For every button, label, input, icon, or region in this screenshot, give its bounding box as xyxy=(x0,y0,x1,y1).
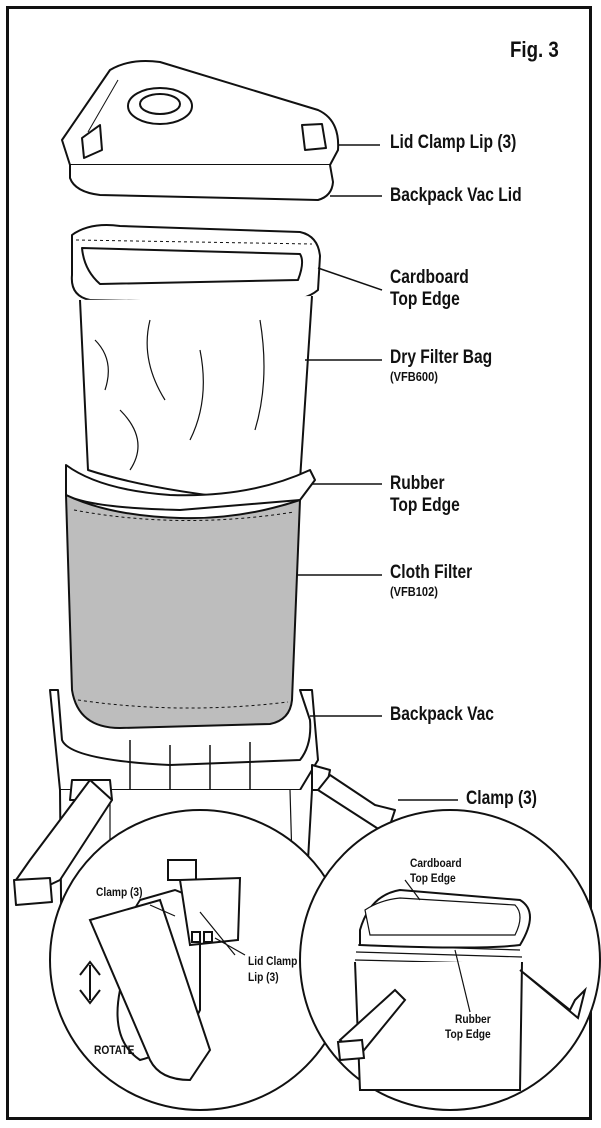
detail-right-cardboard-line2: Top Edge xyxy=(410,871,456,885)
figure-label: Fig. 3 xyxy=(510,37,559,62)
callout-cloth-filter: Cloth Filter xyxy=(390,562,473,583)
detail-right-rubber-line2: Top Edge xyxy=(445,1027,491,1041)
callout-backpack-vac: Backpack Vac xyxy=(390,704,494,725)
detail-left-lid-clamp-line2: Lip (3) xyxy=(248,970,279,984)
detail-circle-right xyxy=(299,809,601,1111)
callout-cardboard-top-edge-line1: Cardboard xyxy=(390,267,469,288)
cloth-filter xyxy=(65,464,316,729)
callout-clamp: Clamp (3) xyxy=(466,788,537,809)
detail-left-clamp: Clamp (3) xyxy=(96,885,143,899)
callout-backpack-vac-lid: Backpack Vac Lid xyxy=(390,185,522,206)
detail-left-rotate: ROTATE xyxy=(94,1043,135,1057)
callout-rubber-top-edge-line2: Top Edge xyxy=(390,495,460,516)
callout-cloth-filter-part: (VFB102) xyxy=(390,584,438,599)
detail-right-cardboard-line1: Cardboard xyxy=(410,856,462,870)
backpack-vac-lid xyxy=(61,60,340,201)
callout-rubber-top-edge-line1: Rubber xyxy=(390,473,445,494)
detail-left-lid-clamp-line1: Lid Clamp xyxy=(248,954,298,968)
callout-cardboard-top-edge-line2: Top Edge xyxy=(390,289,460,310)
dry-filter-bag xyxy=(70,224,321,501)
detail-right-rubber-line1: Rubber xyxy=(455,1012,491,1026)
callout-lid-clamp-lip: Lid Clamp Lip (3) xyxy=(390,132,517,153)
callout-dry-filter-bag: Dry Filter Bag xyxy=(390,347,493,368)
detail-circle-left xyxy=(49,809,351,1111)
callout-dry-filter-bag-part: (VFB600) xyxy=(390,369,438,384)
